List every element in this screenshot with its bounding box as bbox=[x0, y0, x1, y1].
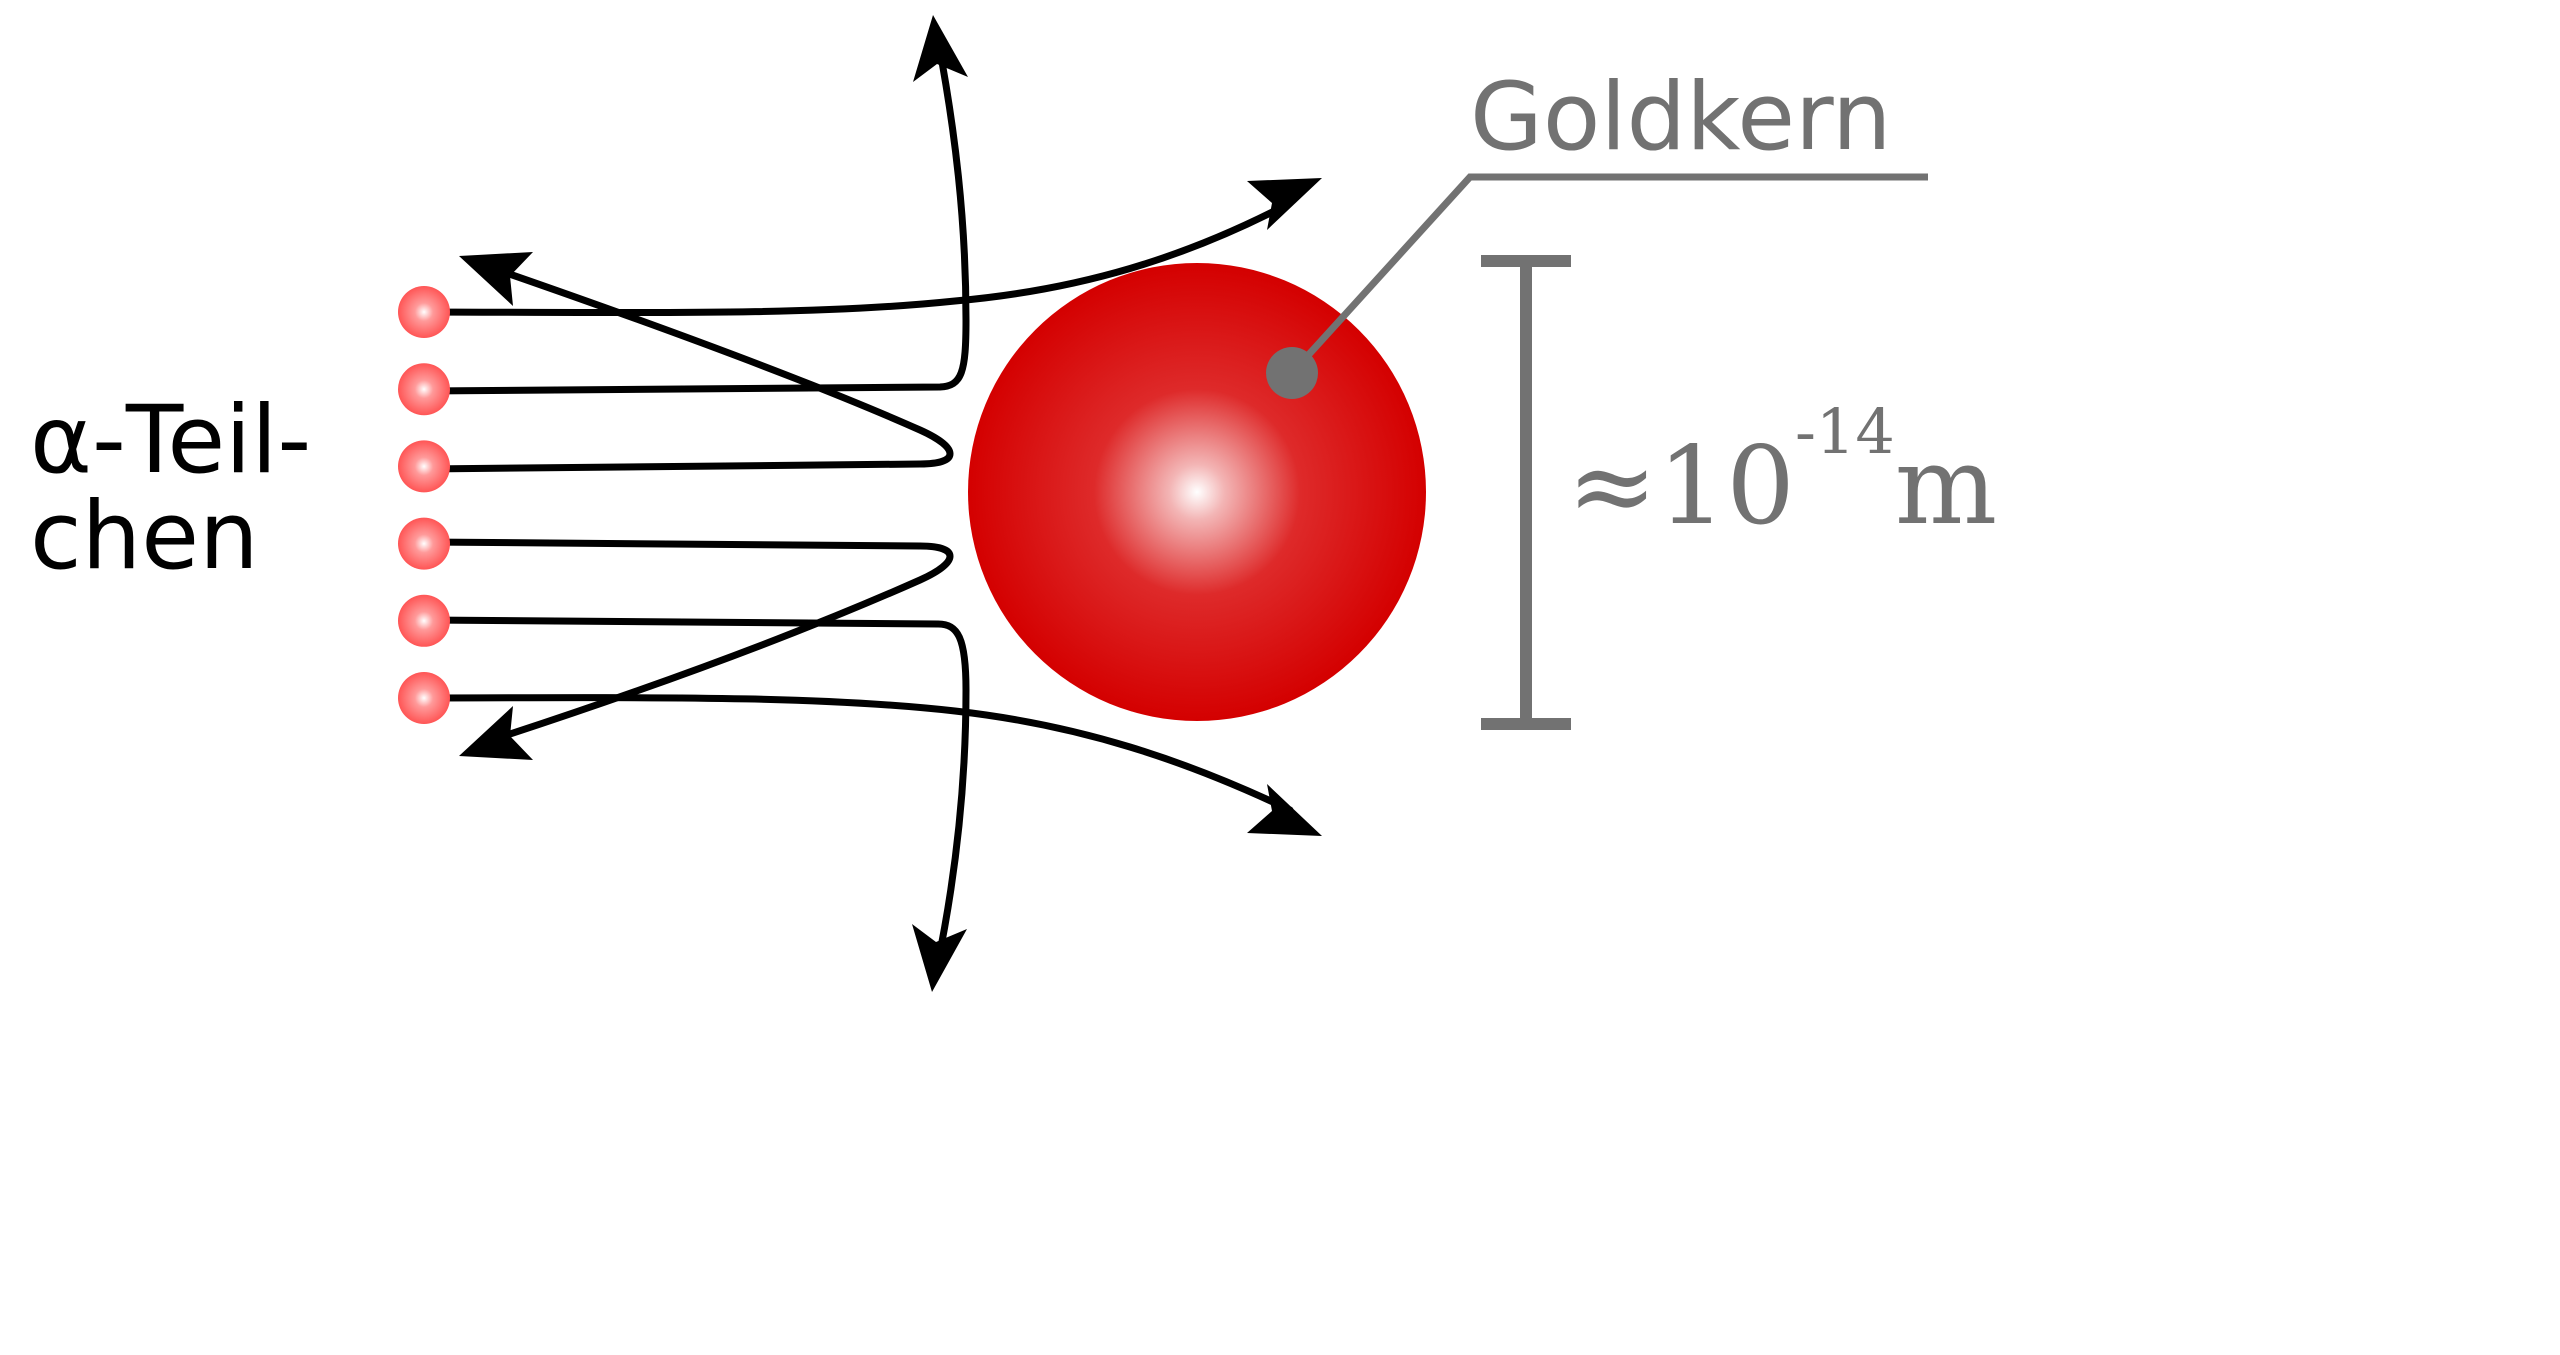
trajectory-deflected-down-right bbox=[421, 694, 1294, 814]
trajectory-backscattered-up bbox=[421, 265, 954, 473]
alpha-particle bbox=[398, 517, 450, 570]
particles-label-line1: α-Teil- bbox=[30, 386, 311, 495]
alpha-particle bbox=[398, 440, 450, 493]
particles-label-line2: chen bbox=[30, 482, 259, 591]
trajectory-deflected-down bbox=[421, 616, 970, 971]
alpha-particle bbox=[398, 594, 450, 647]
scale-base: 10 bbox=[1658, 424, 1795, 549]
trajectory-backscattered-down bbox=[421, 538, 954, 743]
arrowhead-back-up bbox=[459, 252, 533, 306]
scale-exponent: -14 bbox=[1795, 395, 1895, 468]
scale-approx-symbol: ≈ bbox=[1567, 424, 1658, 549]
alpha-trajectories bbox=[421, 36, 1294, 971]
nucleus-leader-line bbox=[1289, 173, 1928, 376]
trajectory-deflected-up bbox=[421, 36, 970, 395]
alpha-particle bbox=[398, 672, 450, 724]
arrowhead-back-down bbox=[459, 706, 533, 760]
arrowhead-down-right bbox=[1247, 784, 1322, 836]
scale-unit: m bbox=[1895, 424, 1997, 549]
arrowheads bbox=[459, 15, 1322, 992]
nucleus-annotation: Goldkern bbox=[1266, 63, 1928, 399]
alpha-particles bbox=[398, 286, 450, 724]
nucleus-label: Goldkern bbox=[1470, 63, 1892, 172]
gold-nucleus bbox=[968, 263, 1426, 721]
alpha-particle bbox=[398, 286, 450, 338]
scale-label: ≈10-14m bbox=[1567, 395, 1997, 549]
alpha-particle bbox=[398, 363, 450, 416]
scale-bar bbox=[1481, 255, 1571, 730]
arrowhead-down bbox=[912, 924, 967, 992]
nucleus-leader-dot bbox=[1266, 347, 1318, 399]
arrowhead-up bbox=[913, 15, 968, 82]
arrowhead-up-right bbox=[1247, 178, 1322, 230]
